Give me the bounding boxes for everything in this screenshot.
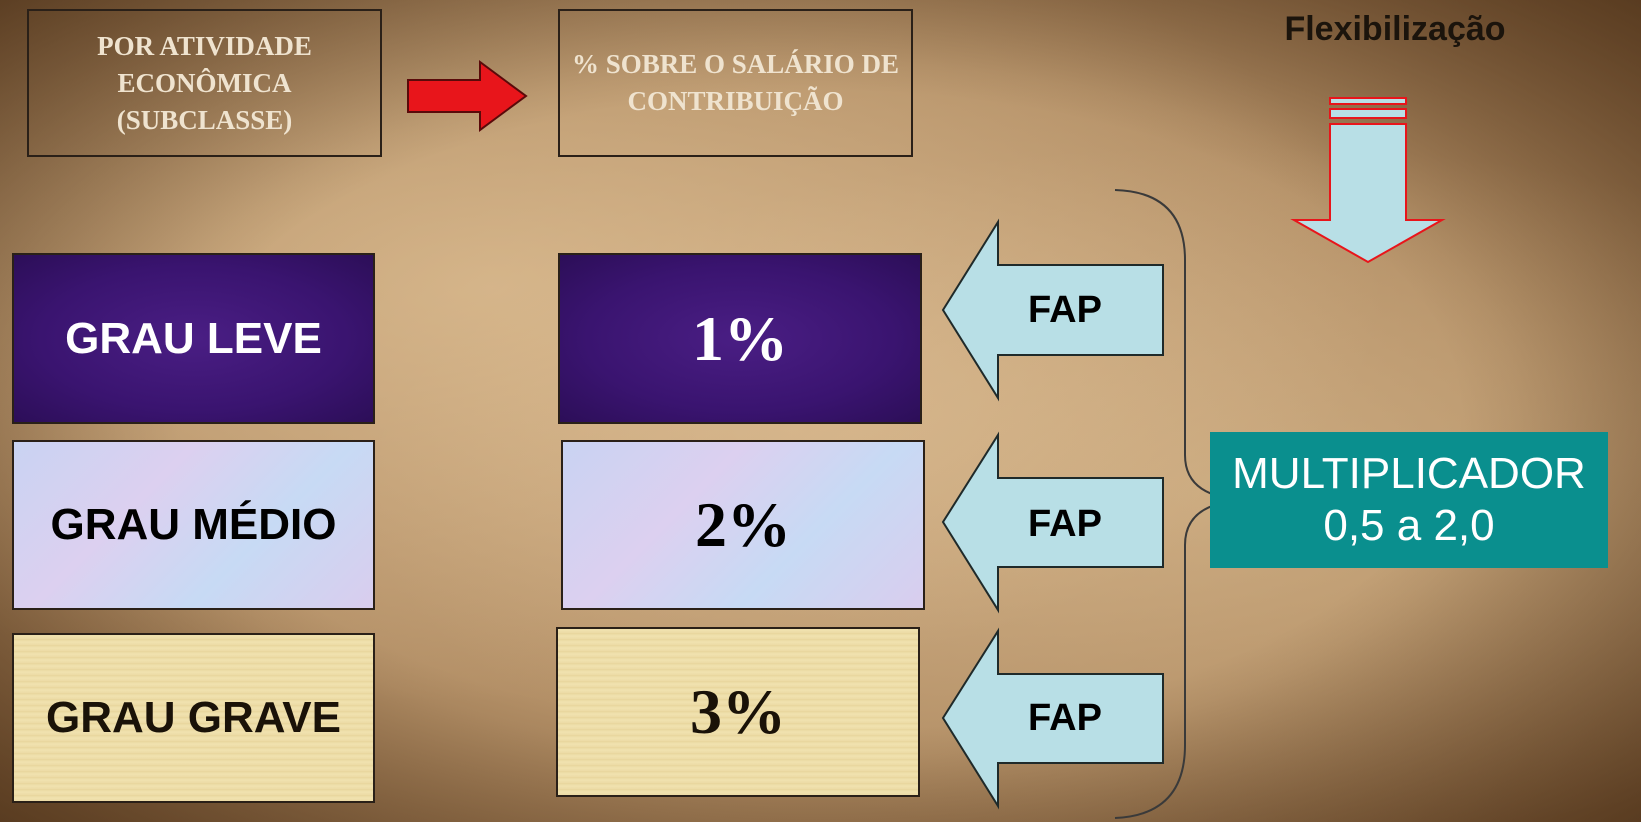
grau-medio-label: GRAU MÉDIO — [50, 500, 337, 549]
fap-label-1: FAP — [1028, 289, 1102, 331]
grau-grave-box: GRAU GRAVE — [12, 633, 375, 803]
red-right-arrow — [407, 60, 528, 132]
down-arrow-icon — [1290, 97, 1446, 264]
grau-grave-label: GRAU GRAVE — [46, 693, 341, 742]
pct-1-label: 1% — [692, 302, 788, 374]
multiplicador-box: MULTIPLICADOR 0,5 a 2,0 — [1210, 432, 1608, 568]
fap-label-3: FAP — [1028, 697, 1102, 739]
header-salario-text: % SOBRE O SALÁRIO DE CONTRIBUIÇÃO — [571, 49, 900, 116]
fap-arrow-1 — [941, 218, 1164, 402]
multiplicador-range: 0,5 a 2,0 — [1323, 501, 1495, 550]
pct-1-box: 1% — [558, 253, 922, 424]
pct-3-box: 3% — [556, 627, 920, 797]
header-atividade-text: POR ATIVIDADE ECONÔMICA (SUBCLASSE) — [97, 30, 312, 135]
header-salario-contribuicao: % SOBRE O SALÁRIO DE CONTRIBUIÇÃO — [558, 9, 913, 157]
flexibilizacao-title: Flexibilização — [1284, 10, 1506, 48]
fap-label-2: FAP — [1028, 503, 1102, 545]
grau-leve-label: GRAU LEVE — [65, 313, 322, 363]
pct-2-label: 2% — [695, 489, 791, 560]
grau-medio-box: GRAU MÉDIO — [12, 440, 375, 610]
pct-3-label: 3% — [690, 676, 786, 747]
fap-arrow-3 — [941, 627, 1164, 810]
multiplicador-title: MULTIPLICADOR — [1232, 449, 1586, 498]
grau-leve-box: GRAU LEVE — [12, 253, 375, 424]
pct-2-box: 2% — [561, 440, 925, 610]
header-atividade-economica: POR ATIVIDADE ECONÔMICA (SUBCLASSE) — [27, 9, 382, 157]
fap-arrow-2 — [941, 431, 1164, 614]
